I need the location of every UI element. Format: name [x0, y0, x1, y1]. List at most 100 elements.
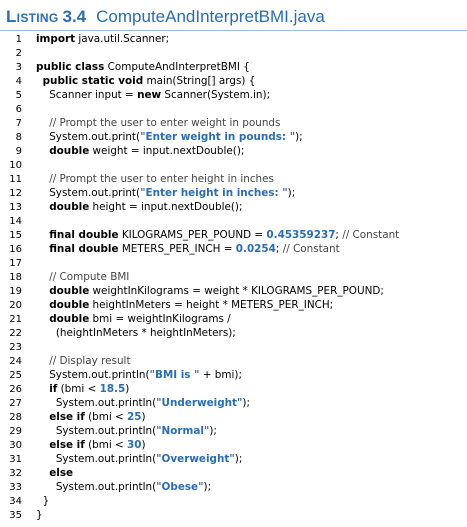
- code-token: [36, 467, 49, 479]
- code-token: 0.45359237: [266, 229, 336, 241]
- line-number: 14: [9, 216, 22, 227]
- line-source: else if (bmi < 25): [36, 410, 146, 424]
- code-token: [36, 411, 49, 423]
- code-token: public class: [36, 61, 105, 73]
- code-token: [36, 439, 49, 451]
- code-token: System.out.println(: [36, 397, 157, 409]
- code-token: weightInKilograms = weight * KILOGRAMS_P…: [89, 285, 384, 297]
- line-source: else: [36, 466, 73, 480]
- code-token: (bmi <: [57, 383, 100, 395]
- line-source: import java.util.Scanner;: [36, 32, 169, 46]
- listing-title: ComputeAndInterpretBMI.java: [96, 7, 325, 26]
- code-token: weight = input.nextDouble();: [89, 145, 245, 157]
- code-token: }: [36, 509, 43, 521]
- code-token: "Enter weight in pounds: ": [140, 131, 296, 143]
- line-source: }: [36, 508, 43, 522]
- code-line: 33 System.out.println("Obese");: [0, 480, 467, 494]
- line-number: 34: [9, 496, 22, 507]
- code-token: final double: [49, 243, 119, 255]
- code-token: // Prompt the user to enter weight in po…: [36, 117, 281, 129]
- code-token: System.out.print(: [36, 187, 141, 199]
- code-token: main(String[] args) {: [143, 75, 256, 87]
- code-token: "Underweight": [156, 397, 243, 409]
- code-token: else if: [49, 411, 85, 423]
- line-number: 11: [9, 174, 22, 185]
- line-number: 18: [9, 272, 22, 283]
- code-token: (bmi <: [84, 439, 128, 451]
- code-token: "Overweight": [156, 453, 235, 465]
- code-token: KILOGRAMS_PER_POUND =: [118, 229, 267, 241]
- line-source: final double METERS_PER_INCH = 0.0254; /…: [36, 242, 340, 256]
- code-line: 23: [0, 340, 467, 354]
- code-line: 34 }: [0, 494, 467, 508]
- code-token: "Obese": [156, 481, 204, 493]
- code-token: [36, 75, 43, 87]
- line-source: public static void main(String[] args) {: [36, 74, 256, 88]
- code-line: 17: [0, 256, 467, 270]
- line-number: 30: [9, 440, 22, 451]
- code-line: 3 public class ComputeAndInterpretBMI {: [0, 60, 467, 74]
- code-token: bmi = weightInKilograms /: [89, 313, 231, 325]
- line-number: 10: [9, 160, 22, 171]
- code-line: 21 double bmi = weightInKilograms /: [0, 312, 467, 326]
- code-token: // Compute BMI: [36, 271, 130, 283]
- line-number: 31: [9, 454, 22, 465]
- code-token: ): [141, 411, 146, 423]
- line-number: 15: [9, 230, 22, 241]
- line-number: 5: [15, 90, 22, 101]
- line-source: Scanner input = new Scanner(System.in);: [36, 88, 270, 102]
- code-token: // Constant: [282, 243, 340, 255]
- line-source: System.out.println("Underweight");: [36, 396, 250, 410]
- code-token: "Normal": [156, 425, 210, 437]
- code-line: 5 Scanner input = new Scanner(System.in)…: [0, 88, 467, 102]
- line-number: 33: [9, 482, 22, 493]
- line-number: 3: [15, 62, 22, 73]
- line-source: // Compute BMI: [36, 270, 129, 284]
- line-source: if (bmi < 18.5): [36, 382, 129, 396]
- line-source: double height = input.nextDouble();: [36, 200, 242, 214]
- code-token: Scanner input =: [36, 89, 138, 101]
- code-token: );: [295, 131, 303, 143]
- line-number: 27: [9, 398, 22, 409]
- code-line: 14: [0, 214, 467, 228]
- code-token: double: [49, 285, 90, 297]
- line-source: }: [36, 494, 50, 508]
- code-line: 11 // Prompt the user to enter height in…: [0, 172, 467, 186]
- code-token: 18.5: [99, 383, 126, 395]
- code-token: ;: [335, 229, 343, 241]
- line-number: 2: [15, 48, 22, 59]
- code-line: 35}: [0, 508, 467, 522]
- listing-number: 3.4: [62, 7, 87, 26]
- code-token: System.out.println(: [36, 369, 150, 381]
- code-token: ): [141, 439, 146, 451]
- code-line: 20 double heightInMeters = height * METE…: [0, 298, 467, 312]
- code-line: 4 public static void main(String[] args)…: [0, 74, 467, 88]
- code-line: 29 System.out.println("Normal");: [0, 424, 467, 438]
- line-number: 29: [9, 426, 22, 437]
- code-token: "BMI is ": [149, 369, 200, 381]
- code-token: [36, 145, 49, 157]
- code-line: 18 // Compute BMI: [0, 270, 467, 284]
- code-token: [36, 383, 49, 395]
- line-source: System.out.println("Obese");: [36, 480, 211, 494]
- code-line: 22 (heightInMeters * heightInMeters);: [0, 326, 467, 340]
- header-divider: [0, 30, 467, 31]
- code-line: 8 System.out.print("Enter weight in poun…: [0, 130, 467, 144]
- code-token: }: [36, 495, 50, 507]
- code-line: 31 System.out.println("Overweight");: [0, 452, 467, 466]
- code-line: 15 final double KILOGRAMS_PER_POUND = 0.…: [0, 228, 467, 242]
- line-number: 1: [15, 34, 22, 45]
- line-number: 24: [9, 356, 22, 367]
- code-token: java.util.Scanner;: [75, 33, 170, 45]
- line-source: // Prompt the user to enter weight in po…: [36, 116, 280, 130]
- listing-label: Listing: [6, 7, 59, 26]
- line-source: public class ComputeAndInterpretBMI {: [36, 60, 250, 74]
- line-source: // Display result: [36, 354, 130, 368]
- code-token: new: [137, 89, 162, 101]
- code-line: 16 final double METERS_PER_INCH = 0.0254…: [0, 242, 467, 256]
- code-token: "Enter height in inches: ": [140, 187, 288, 199]
- line-number: 4: [15, 76, 22, 87]
- code-line: 9 double weight = input.nextDouble();: [0, 144, 467, 158]
- code-token: );: [242, 397, 250, 409]
